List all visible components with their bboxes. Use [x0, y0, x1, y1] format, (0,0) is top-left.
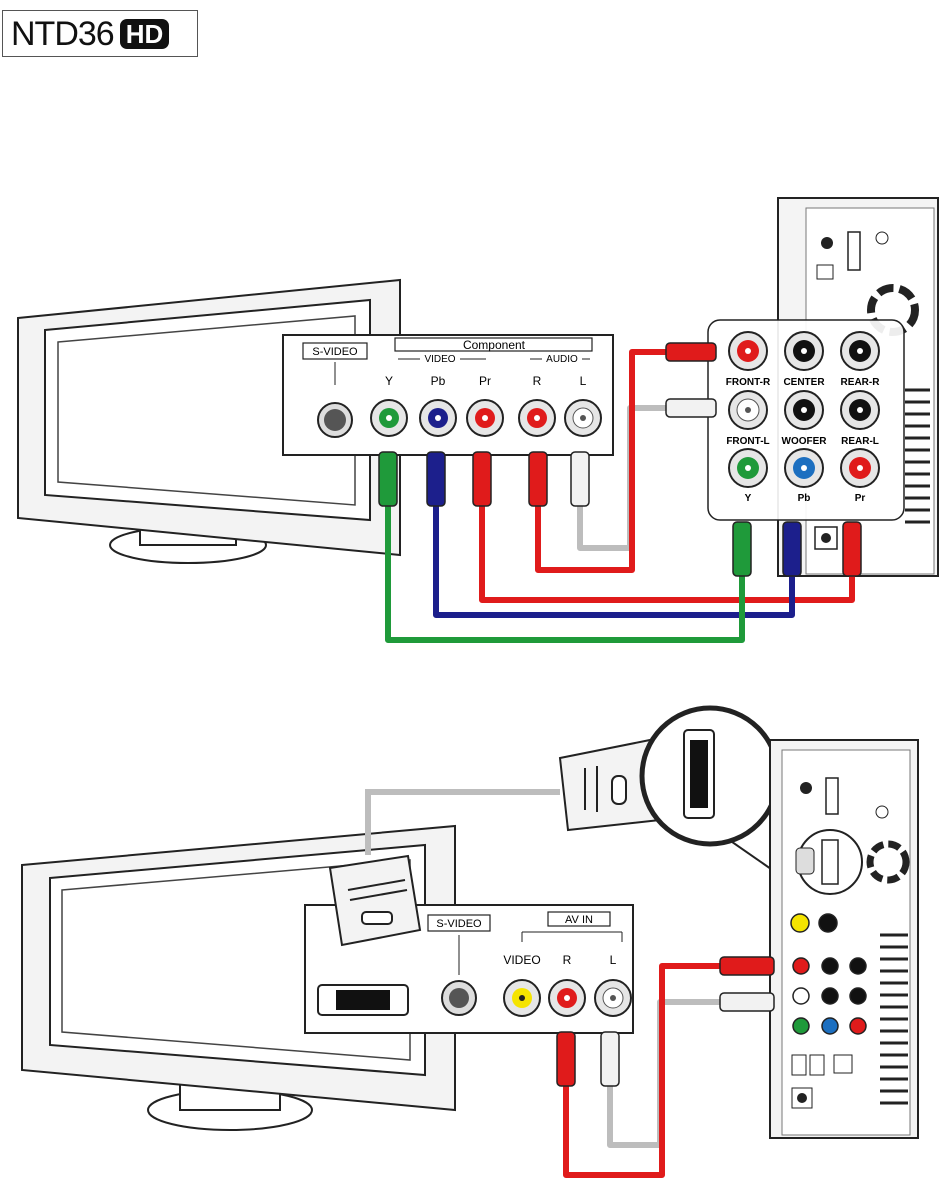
jack-label-l: L [580, 374, 587, 388]
label-rear-r: REAR-R [841, 377, 881, 388]
video-group-label: VIDEO [424, 354, 455, 365]
jack-label-y: Y [385, 374, 393, 388]
svideo-label-2: S-VIDEO [436, 918, 482, 930]
jack-y [371, 400, 407, 436]
jack-rear-l [841, 391, 879, 429]
jack-pr [467, 400, 503, 436]
label-out-pb: Pb [798, 493, 811, 504]
jack-rear-r [841, 332, 879, 370]
jack-out-y [729, 449, 767, 487]
jack-center [785, 332, 823, 370]
label-front-r: FRONT-R [726, 377, 771, 388]
label-woofer: WOOFER [782, 436, 828, 447]
jack-woofer [785, 391, 823, 429]
jack-label-pr: Pr [479, 374, 491, 388]
jack-pb [420, 400, 456, 436]
jack-label-l-2: L [610, 953, 617, 967]
label-rear-l: REAR-L [841, 436, 879, 447]
jack-out-pb [785, 449, 823, 487]
tv-input-panel: S-VIDEO Component VIDEO AUDIO Y Pb Pr R … [283, 335, 613, 455]
label-center: CENTER [783, 377, 825, 388]
jack-label-pb: Pb [431, 374, 446, 388]
jack-label-r: R [533, 374, 542, 388]
label-front-l: FRONT-L [726, 436, 769, 447]
jack-front-l [729, 391, 767, 429]
jack-audio-l-2 [595, 980, 631, 1016]
player-output-panel: FRONT-R CENTER REAR-R FRONT-L WOOFER REA… [708, 320, 904, 520]
diagram-av-connection: S-VIDEO AV IN VIDEO R L [22, 708, 918, 1175]
audio-group-label: AUDIO [546, 354, 578, 365]
jack-label-video: VIDEO [503, 953, 540, 967]
vga-plug-tv [330, 856, 420, 945]
jack-front-r [729, 332, 767, 370]
label-out-y: Y [745, 493, 752, 504]
svideo-label: S-VIDEO [312, 346, 358, 358]
jack-audio-l [565, 400, 601, 436]
jack-audio-r-2 [549, 980, 585, 1016]
jack-label-r-2: R [563, 953, 572, 967]
diagram-component-connection: S-VIDEO Component VIDEO AUDIO Y Pb Pr R … [18, 198, 938, 640]
media-player-2 [770, 740, 918, 1138]
av-in-label: AV IN [565, 914, 593, 926]
component-label: Component [463, 338, 526, 352]
label-out-pr: Pr [855, 493, 866, 504]
jack-audio-r [519, 400, 555, 436]
jack-video-yellow [504, 980, 540, 1016]
jack-out-pr [841, 449, 879, 487]
